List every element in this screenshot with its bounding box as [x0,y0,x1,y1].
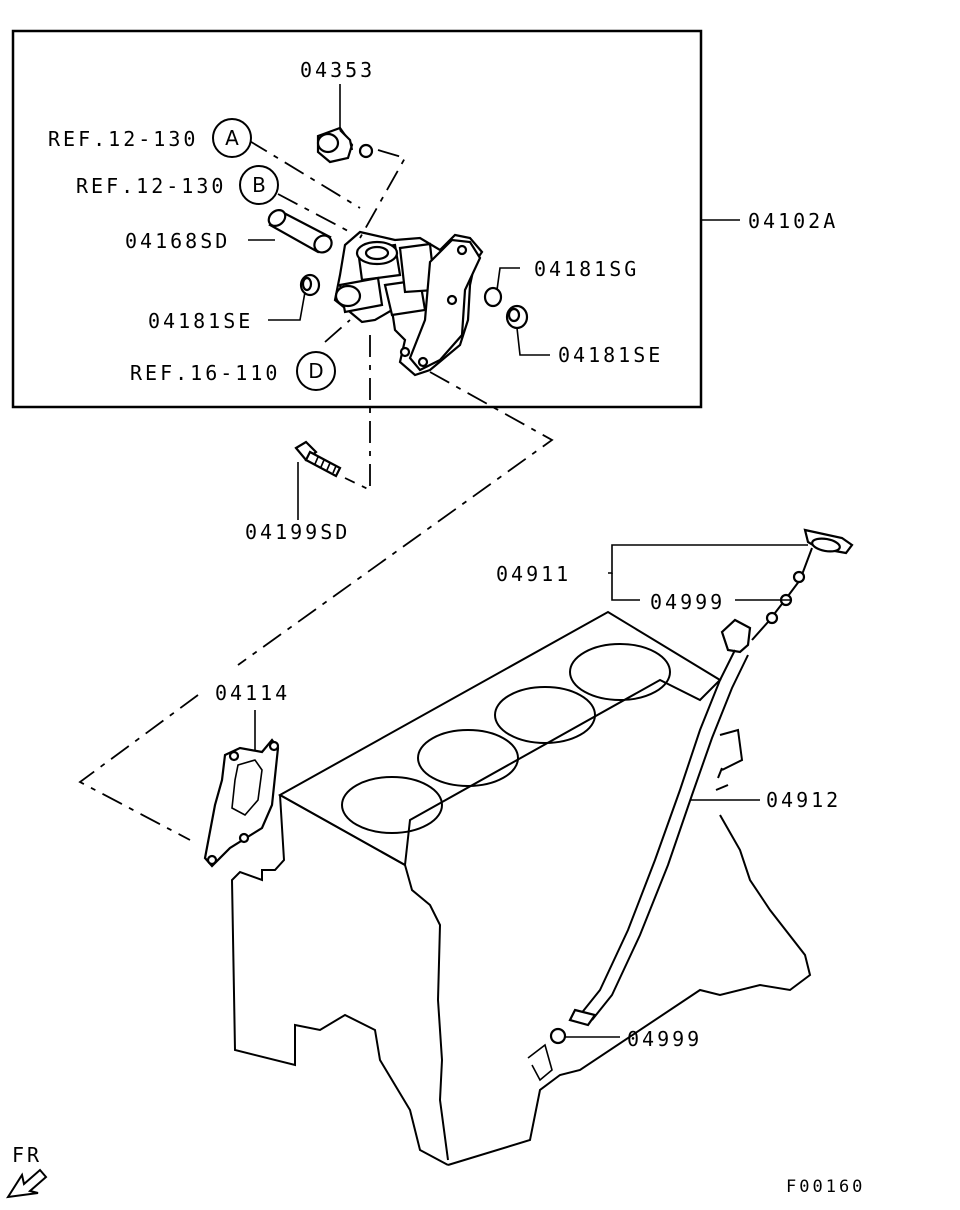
water-outlet-fitting [333,230,484,377]
oil-level-gauge [751,528,854,641]
leader-lines [248,84,808,1038]
part-label-04181SG: 04181SG [534,257,639,281]
cylinder-block [230,610,812,1166]
part-label-04999-bottom: 04999 [627,1027,702,1051]
arrow-icon [6,1168,48,1199]
part-label-04353: 04353 [300,58,375,82]
temperature-sensor [316,126,374,164]
part-label-04102A: 04102A [748,209,838,233]
assembly-frame [11,29,703,409]
bolt [294,440,342,478]
part-label-04181SE-right: 04181SE [558,343,663,367]
ref-label-d: REF.16-110 [130,361,280,385]
part-label-04911: 04911 [496,562,571,586]
gasket [203,738,280,868]
callout-a: A [212,118,252,158]
o-ring-se-right [505,304,529,330]
callout-d: D [296,351,336,391]
front-direction-indicator: FR [6,1143,48,1199]
svg-text:D: D [308,359,323,383]
svg-text:B: B [252,173,266,197]
part-label-04199SD: 04199SD [245,520,350,544]
callout-b: B [239,165,279,205]
water-pipe [267,209,333,254]
part-label-04114: 04114 [215,681,290,705]
figure-code: F00160 [786,1177,865,1197]
part-label-04168SD: 04168SD [125,229,230,253]
o-ring-sg [483,286,503,308]
o-ring-left [299,273,321,297]
part-label-04181SE-left: 04181SE [148,309,253,333]
svg-text:A: A [225,126,239,150]
part-label-04999-top: 04999 [650,590,725,614]
oil-level-gauge-guide [549,618,752,1045]
direction-label: FR [12,1143,42,1167]
ref-label-a: REF.12-130 [48,127,198,151]
ref-label-b: REF.12-130 [76,174,226,198]
part-label-04912: 04912 [766,788,841,812]
